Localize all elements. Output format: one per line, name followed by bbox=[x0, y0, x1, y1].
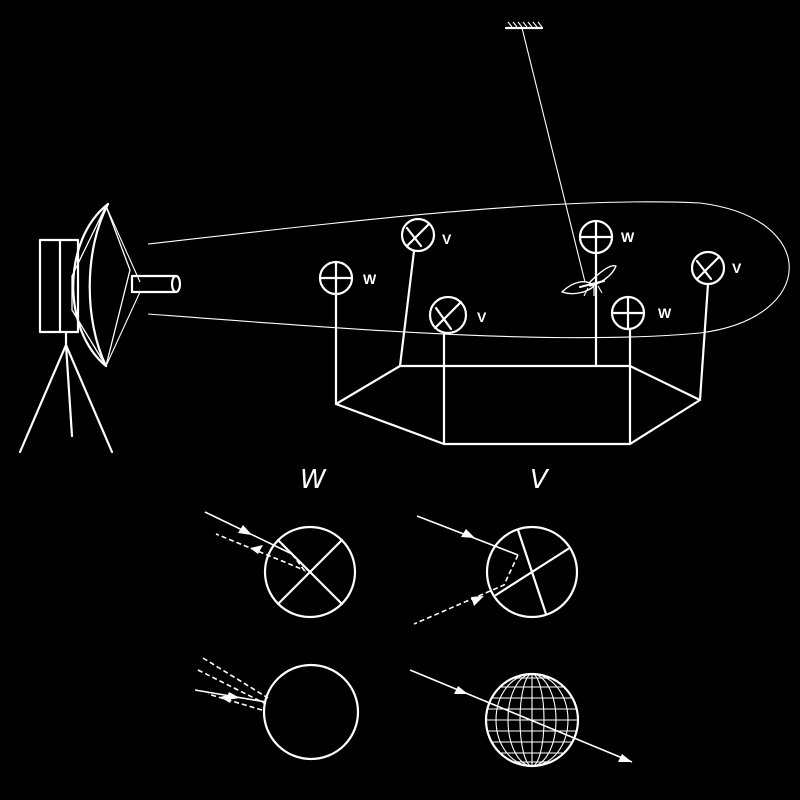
reflector-v-1: V bbox=[400, 217, 452, 253]
hexagonal-base bbox=[334, 364, 702, 446]
panel-title-v: V bbox=[530, 465, 550, 495]
insect-icon bbox=[561, 265, 617, 297]
panel-w-plain-sphere bbox=[194, 657, 360, 761]
reflector-label-w-3: W bbox=[658, 305, 672, 321]
radar-dish bbox=[71, 202, 141, 368]
reflector-v-3: V bbox=[690, 250, 742, 286]
reflector-label-v-1: V bbox=[442, 231, 452, 247]
reflector-label-v-3: V bbox=[732, 260, 742, 276]
reflector-v-2: V bbox=[428, 295, 487, 335]
radar-box bbox=[38, 238, 80, 334]
reflector-label-w-1: W bbox=[363, 271, 377, 287]
panel-w-crossed-sphere bbox=[204, 511, 357, 619]
panel-title-w: W bbox=[300, 465, 327, 495]
reflector-w-3: W bbox=[610, 295, 672, 331]
radar-tripod bbox=[18, 330, 114, 454]
reflector-label-v-2: V bbox=[477, 309, 487, 325]
ceiling-anchor-icon bbox=[504, 21, 544, 30]
reflector-w-1: W bbox=[318, 260, 377, 296]
radar-feed-horn bbox=[130, 274, 182, 294]
radar-unit bbox=[18, 202, 182, 454]
reflector-posts bbox=[334, 249, 710, 414]
reflector-label-w-2: W bbox=[621, 229, 635, 245]
panel-v-crossed-sphere bbox=[413, 515, 579, 625]
suspension bbox=[504, 21, 617, 297]
suspension-thread bbox=[521, 27, 586, 283]
reflector-w-2: W bbox=[578, 219, 635, 255]
panel-v-mesh-sphere bbox=[409, 669, 633, 768]
radar-beam bbox=[147, 201, 790, 339]
